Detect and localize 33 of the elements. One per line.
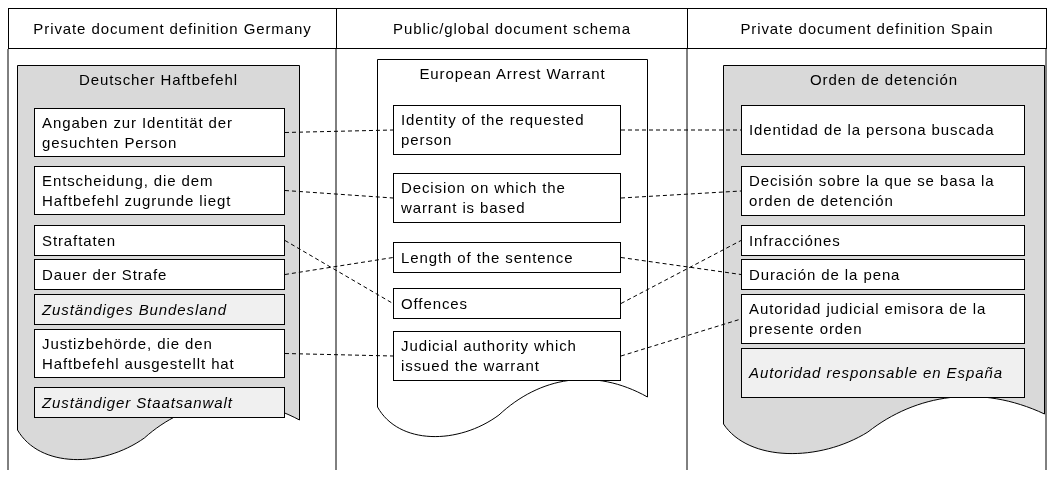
field-box: Decisión sobre la que se basa la orden de detención (741, 166, 1025, 216)
dashed-connector (284, 190, 394, 199)
dashed-connector (620, 190, 742, 199)
optional-field-box: Autoridad responsable en España (741, 348, 1025, 398)
dashed-connector (620, 240, 742, 304)
field-box: Identity of the requested person (393, 105, 621, 155)
field-box: Straftaten (34, 225, 285, 256)
field-box: Autoridad judicial emisora de la presente orden (741, 294, 1025, 344)
field-box: Angaben zur Identität der gesuchten Person (34, 108, 285, 157)
field-box: Entscheidung, die dem Haftbefehl zugrunde liegt (34, 166, 285, 215)
field-box: Length of the sentence (393, 242, 621, 273)
column-header: Public/global document schema (336, 8, 688, 49)
dashed-connector (284, 353, 394, 357)
field-box: Decision on which the warrant is based (393, 173, 621, 223)
column-header: Private document definition Germany (8, 8, 337, 49)
field-box: Offences (393, 288, 621, 319)
field-box: Infracciónes (741, 225, 1025, 256)
document-title: Deutscher Haftbefehl (78, 71, 239, 88)
dashed-connector (284, 129, 394, 133)
field-box: Judicial authority which issued the warrant (393, 331, 621, 381)
dashed-connector (284, 257, 394, 275)
field-box: Justizbehörde, die den Haftbefehl ausgestellt hat (34, 329, 285, 378)
dashed-connector (284, 240, 394, 304)
dashed-connector (620, 257, 742, 275)
column-header: Private document definition Spain (687, 8, 1047, 49)
optional-field-box: Zuständiger Staatsanwalt (34, 387, 285, 418)
document-title: European Arrest Warrant (418, 65, 607, 82)
field-box: Identidad de la persona buscada (741, 105, 1025, 155)
optional-field-box: Zuständiges Bundesland (34, 294, 285, 325)
field-box: Dauer der Strafe (34, 259, 285, 290)
document-title: Orden de detención (809, 71, 959, 88)
dashed-connector (620, 129, 742, 131)
field-box: Duración de la pena (741, 259, 1025, 290)
